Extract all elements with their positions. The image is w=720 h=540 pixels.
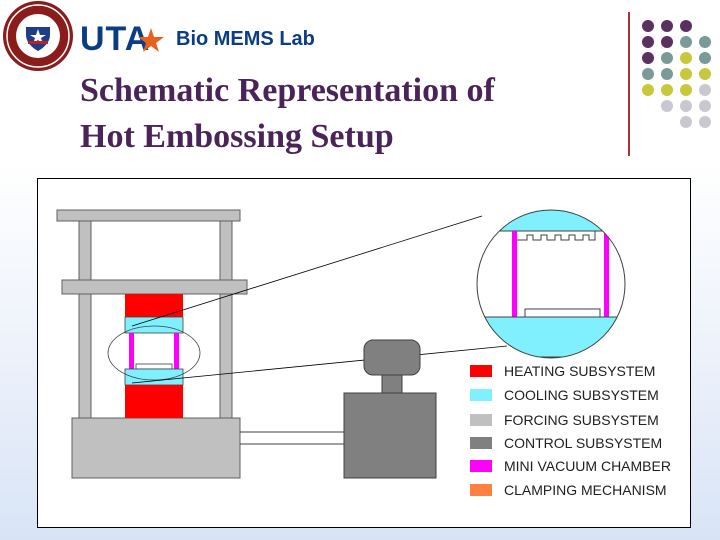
control-unit — [240, 339, 437, 479]
legend-swatch-vacuum — [470, 460, 492, 472]
decorative-dot — [699, 100, 711, 112]
chamber-wall-left — [129, 333, 134, 369]
decorative-dot — [661, 20, 673, 32]
uta-biomems-logo: UTA Bio MEMS Lab — [80, 22, 342, 56]
legend-label-vacuum: MINI VACUUM CHAMBER — [504, 458, 671, 474]
decorative-dot — [661, 68, 673, 80]
university-seal-icon — [3, 1, 73, 71]
zoom-circle-small — [107, 325, 201, 381]
decorative-dot — [661, 36, 673, 48]
decorative-dot — [642, 36, 654, 48]
chamber-wall-right — [174, 333, 179, 369]
decorative-dot — [680, 36, 692, 48]
right-column — [219, 220, 233, 419]
decorative-dot-grid — [642, 20, 711, 128]
legend-label-heating: HEATING SUBSYSTEM — [504, 363, 655, 379]
decorative-dot — [661, 100, 673, 112]
decorative-dot — [699, 36, 711, 48]
decorative-dot — [642, 20, 654, 32]
hot-embossing-schematic: HEATING SUBSYSTEM COOLING SUBSYSTEM FORC… — [37, 178, 691, 528]
legend-label-forcing: FORCING SUBSYSTEM — [504, 412, 659, 428]
title-line-2: Hot Embossing Setup — [80, 118, 394, 155]
substrate — [135, 363, 173, 370]
decorative-dot — [680, 100, 692, 112]
star-icon — [138, 28, 164, 52]
slide-title: Schematic Representation of Hot Embossin… — [80, 68, 620, 160]
legend: HEATING SUBSYSTEM COOLING SUBSYSTEM FORC… — [470, 363, 671, 498]
decorative-dot — [680, 52, 692, 64]
decorative-dot — [680, 84, 692, 96]
decorative-dot — [680, 68, 692, 80]
legend-swatch-cooling — [470, 389, 492, 401]
top-cooler — [124, 316, 184, 334]
press-base — [71, 417, 241, 479]
left-column — [78, 220, 92, 419]
decorative-dot — [699, 52, 711, 64]
decorative-dot — [680, 116, 692, 128]
bottom-heater — [125, 385, 183, 418]
zoom-line-top — [131, 215, 483, 327]
control-knob — [363, 339, 421, 376]
decorative-dot — [642, 68, 654, 80]
legend-swatch-clamping — [470, 484, 492, 496]
control-neck — [381, 374, 403, 394]
legend-label-clamping: CLAMPING MECHANISM — [504, 482, 667, 498]
uta-logo-text: UTA — [80, 20, 151, 58]
platen-stack — [107, 294, 201, 418]
top-heater — [125, 294, 183, 317]
decorative-dot — [680, 20, 692, 32]
legend-swatch-heating — [470, 365, 492, 377]
legend-label-control: CONTROL SUBSYSTEM — [504, 435, 662, 451]
decorative-dot — [661, 84, 673, 96]
moving-platen — [61, 279, 248, 295]
top-crossbar — [56, 209, 241, 222]
decorative-dot — [699, 84, 711, 96]
decorative-dot — [642, 84, 654, 96]
legend-label-cooling: COOLING SUBSYSTEM — [504, 387, 659, 403]
decorative-dot — [661, 52, 673, 64]
control-box — [343, 392, 437, 479]
zoom-line-bottom — [131, 345, 508, 384]
lab-name: Bio MEMS Lab — [176, 28, 315, 50]
divider-line — [628, 12, 630, 156]
title-line-1: Schematic Representation of — [80, 72, 495, 109]
decorative-dot — [642, 52, 654, 64]
legend-swatch-forcing — [470, 414, 492, 426]
decorative-dot — [699, 116, 711, 128]
decorative-dot — [699, 68, 711, 80]
legend-swatch-control — [470, 437, 492, 449]
